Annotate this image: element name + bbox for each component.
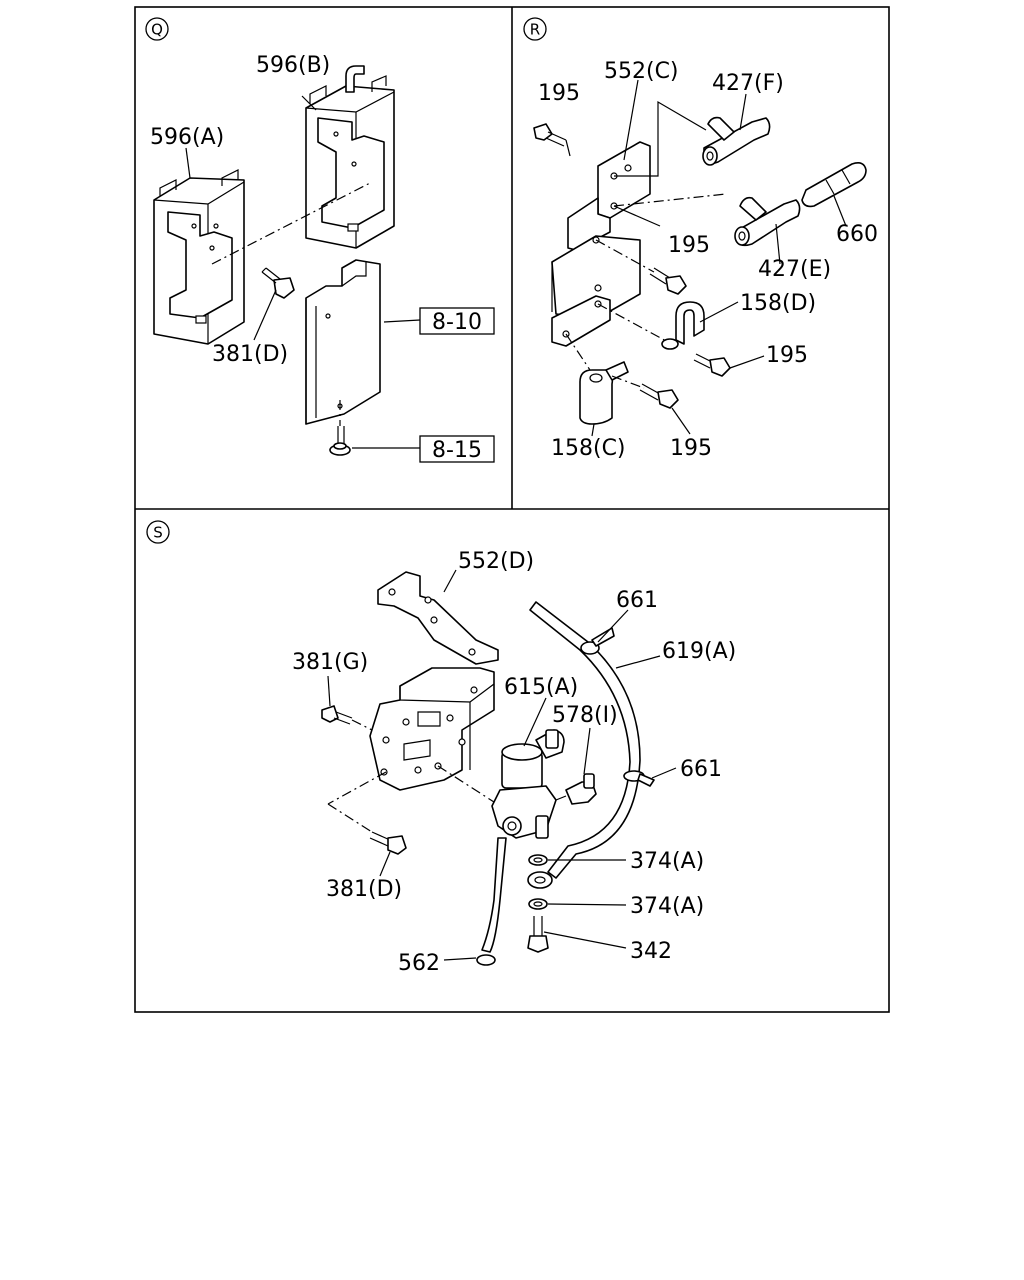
bolt-342-shape <box>527 916 549 953</box>
panel-q-drawing <box>153 65 421 456</box>
label-374a-top: 374(A) <box>630 849 704 874</box>
label-552c: 552(C) <box>604 59 679 84</box>
label-374a-bottom: 374(A) <box>630 894 704 919</box>
label-381d-q: 381(D) <box>212 342 288 367</box>
bracket-552d-shape <box>369 571 499 791</box>
panel-marker-q: Q <box>145 17 169 41</box>
clamp-158d-shape <box>661 301 705 350</box>
bracket-552c-shape <box>551 141 651 347</box>
ref-box-8-15: 8-15 <box>419 435 495 463</box>
clip-661-mid-shape <box>623 770 655 787</box>
label-596b: 596(B) <box>256 53 330 78</box>
case-596a-shape <box>153 169 245 345</box>
label-427e: 427(E) <box>758 257 831 282</box>
label-619a: 619(A) <box>662 639 736 664</box>
tee-427f-shape <box>702 116 771 166</box>
ref-box-8-10: 8-10 <box>419 307 495 335</box>
eye-fitting-shape <box>527 871 553 889</box>
label-562: 562 <box>398 951 440 976</box>
panel-marker-q-text: Q <box>151 21 163 39</box>
bolt-195-mid-shape <box>649 267 687 295</box>
bolt-381g-shape <box>321 705 353 725</box>
label-195-top: 195 <box>538 81 580 106</box>
label-195-mid: 195 <box>668 233 710 258</box>
label-342: 342 <box>630 939 672 964</box>
bolt-195-top-shape <box>533 123 567 147</box>
label-552d: 552(D) <box>458 549 534 574</box>
panel-marker-r: R <box>523 17 547 41</box>
fitting-578i-shape <box>555 773 597 805</box>
clip-562-shape <box>476 954 496 966</box>
bolt-381d-s-shape <box>369 831 407 855</box>
panel-marker-s-text: S <box>153 524 163 542</box>
label-578i: 578(I) <box>552 703 618 728</box>
panel-r-drawing <box>533 79 867 437</box>
label-195-bottom: 195 <box>670 436 712 461</box>
ref-box-8-15-text: 8-15 <box>432 438 482 463</box>
ref-box-8-10-text: 8-10 <box>432 310 482 335</box>
tee-427e-shape <box>734 196 801 247</box>
panel-frames <box>134 6 890 1013</box>
label-381d-s: 381(D) <box>326 877 402 902</box>
label-158d: 158(D) <box>740 291 816 316</box>
label-615a: 615(A) <box>504 675 578 700</box>
connector-660-shape <box>801 162 867 208</box>
bolt-195-bottom-shape <box>639 383 679 409</box>
label-158c: 158(C) <box>551 436 626 461</box>
panel-s-drawing <box>321 569 677 966</box>
label-661-top: 661 <box>616 588 658 613</box>
label-195-right: 195 <box>766 343 808 368</box>
screw-8-15-shape <box>329 426 351 456</box>
board-8-10-shape <box>305 259 381 425</box>
label-596a: 596(A) <box>150 125 224 150</box>
label-661-mid: 661 <box>680 757 722 782</box>
bolt-381d-q-shape <box>261 267 295 299</box>
valve-615a-shape <box>491 729 565 839</box>
bolt-195-right-shape <box>693 353 731 377</box>
case-596b-shape <box>305 65 395 249</box>
label-381g: 381(G) <box>292 650 368 675</box>
label-660: 660 <box>836 222 878 247</box>
clamp-158c-shape <box>579 361 629 425</box>
panel-marker-s: S <box>146 520 170 544</box>
label-427f: 427(F) <box>712 71 784 96</box>
panel-marker-r-text: R <box>530 21 540 39</box>
